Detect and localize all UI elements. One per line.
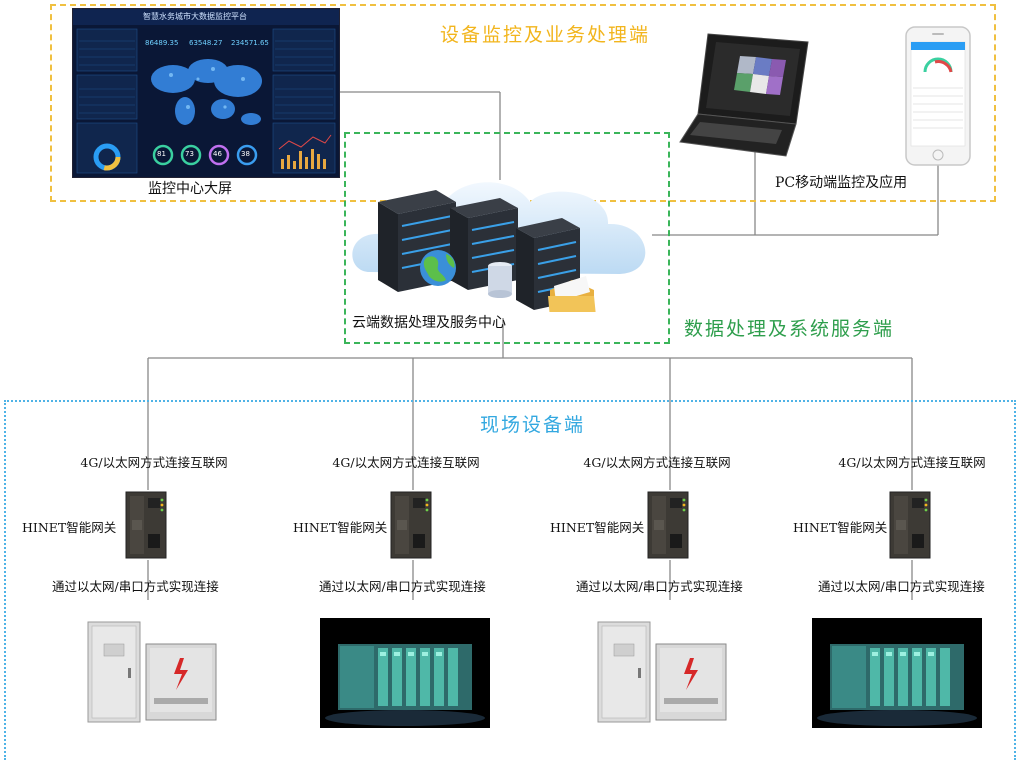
- cloud-center-label: 云端数据处理及服务中心: [352, 315, 506, 331]
- site-4-connection-label: 通过以太网/串口方式实现连接: [818, 579, 985, 594]
- dashboard-kpi-1: 86489.35: [145, 39, 179, 47]
- dashboard-kpi-3: 234571.65: [231, 39, 269, 47]
- cloud-server-icon: [352, 182, 646, 312]
- site-3-gateway-label: HINET智能网关: [550, 520, 645, 535]
- zone-monitoring-title: 设备监控及业务处理端: [440, 24, 651, 46]
- site-2-plc-rack-image: [320, 618, 490, 728]
- zone-field-devices: [4, 400, 1016, 760]
- site-4-gateway-label: HINET智能网关: [793, 520, 888, 535]
- site-2-gateway-label: HINET智能网关: [293, 520, 388, 535]
- monitor-screen-label: 监控中心大屏: [148, 181, 232, 197]
- site-4-plc-rack-image: [812, 618, 982, 728]
- site-4-network-label: 4G/以太网方式连接互联网: [838, 455, 986, 470]
- laptop-icon: [679, 33, 809, 157]
- site-3-connection-label: 通过以太网/串口方式实现连接: [576, 579, 743, 594]
- site-2-connection-label: 通过以太网/串口方式实现连接: [319, 579, 486, 594]
- dashboard-gauge-3: 46: [213, 150, 222, 158]
- site-1-gateway-icon: [125, 491, 167, 559]
- smartphone-icon: [905, 26, 971, 166]
- dashboard-gauge-1: 81: [157, 150, 166, 158]
- zone-cloud-service-title: 数据处理及系统服务端: [684, 318, 895, 340]
- site-1-electrical-cabinet-image: [84, 618, 224, 726]
- pc-mobile-label: PC移动端监控及应用: [775, 175, 908, 191]
- site-1-connection-label: 通过以太网/串口方式实现连接: [52, 579, 219, 594]
- site-3-network-label: 4G/以太网方式连接互联网: [583, 455, 731, 470]
- site-1-network-label: 4G/以太网方式连接互联网: [80, 455, 228, 470]
- dashboard-kpi-2: 63548.27: [189, 39, 223, 47]
- site-2-gateway-icon: [390, 491, 432, 559]
- site-3-electrical-cabinet-image: [594, 618, 734, 726]
- site-4-gateway-icon: [889, 491, 931, 559]
- dashboard-gauge-2: 73: [185, 150, 194, 158]
- site-1-gateway-label: HINET智能网关: [22, 520, 117, 535]
- site-2-network-label: 4G/以太网方式连接互联网: [332, 455, 480, 470]
- dashboard-title: 智慧水务城市大数据监控平台: [143, 12, 247, 21]
- site-3-gateway-icon: [647, 491, 689, 559]
- dashboard-gauge-4: 38: [241, 150, 250, 158]
- zone-field-devices-title: 现场设备端: [480, 414, 586, 436]
- monitoring-dashboard-screen: 智慧水务城市大数据监控平台 86489.35 63548.27 234571.6…: [72, 8, 340, 178]
- zone-cloud-service: [344, 132, 670, 344]
